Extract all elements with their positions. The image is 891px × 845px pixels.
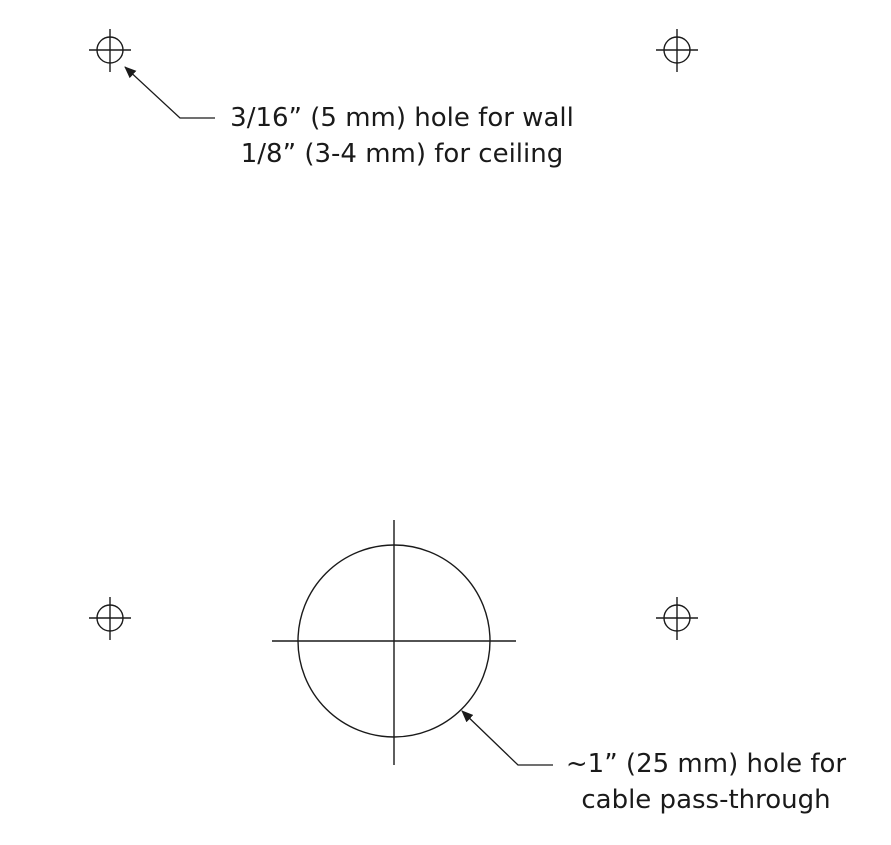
- mounting-hole-top-left: [89, 29, 131, 72]
- mounting-hole-note: 3/16” (5 mm) hole for wall 1/8” (3-4 mm)…: [222, 100, 582, 172]
- cable-hole-note-line-1: ~1” (25 mm) hole for: [565, 749, 847, 779]
- cable-hole-note: ~1” (25 mm) hole for cable pass-through: [556, 746, 856, 818]
- mounting-hole-bottom-left: [89, 597, 131, 640]
- mounting-hole-bottom-right: [656, 597, 698, 640]
- mounting-hole-note-line-1: 3/16” (5 mm) hole for wall: [230, 103, 574, 133]
- cable-hole-note-line-2: cable pass-through: [581, 785, 831, 815]
- cable-hole-leader-line: [461, 710, 553, 766]
- mounting-hole-leader-line: [124, 66, 215, 119]
- cable-pass-through-hole: [272, 520, 516, 765]
- mounting-hole-top-right: [656, 29, 698, 72]
- mounting-hole-note-line-2: 1/8” (3-4 mm) for ceiling: [240, 139, 564, 169]
